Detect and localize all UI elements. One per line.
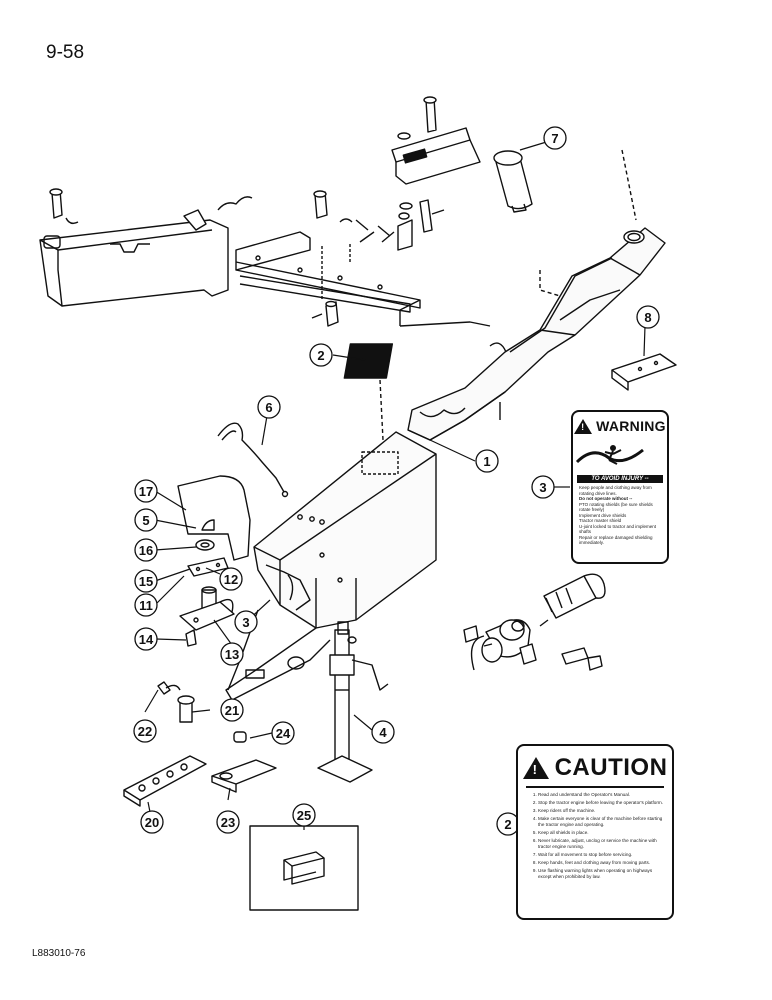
svg-text:2: 2	[317, 348, 324, 363]
caution-decal: ! CAUTION Read and understand the Operat…	[516, 744, 674, 920]
callout-1: 1	[475, 449, 499, 473]
callout-7: 7	[543, 126, 567, 150]
svg-text:24: 24	[276, 726, 291, 741]
callout-5: 5	[134, 508, 158, 532]
callout-20: 20	[140, 810, 164, 834]
svg-text:7: 7	[551, 131, 558, 146]
caution-title: CAUTION	[554, 754, 668, 781]
svg-text:6: 6	[265, 400, 272, 415]
callout-22: 22	[133, 719, 157, 743]
entanglement-hazard-icon	[575, 445, 644, 465]
tongue-tube	[407, 227, 666, 441]
hitch-frame	[225, 431, 437, 701]
warning-line: Keep people and clothing away from rotat…	[579, 485, 652, 496]
warning-title: WARNING	[596, 418, 666, 434]
callout-24: 24	[271, 721, 295, 745]
warning-heading: TO AVOID INJURY --	[577, 475, 663, 483]
page-number: 9-58	[46, 42, 85, 63]
caution-item: Keep hands, feet and clothing away from …	[538, 860, 664, 866]
svg-text:2: 2	[504, 817, 511, 832]
svg-text:12: 12	[224, 572, 238, 587]
callout-17: 17	[134, 479, 158, 503]
jack	[317, 621, 389, 783]
callout-15: 15	[134, 569, 158, 593]
svg-text:4: 4	[379, 725, 387, 740]
warning-body: Keep people and clothing away from rotat…	[573, 483, 667, 548]
caution-item: Make certain everyone is clear of the ma…	[538, 816, 664, 828]
warning-line: Implement drive shields	[579, 512, 627, 518]
callouts: 1 2 3 3 4 5 6 7 8 11 12 13 14 15 16 17 2…	[133, 126, 660, 836]
warning-line: Do not operate without --	[579, 496, 633, 501]
warning-line: Tractor master shield	[579, 518, 622, 523]
callout-16: 16	[134, 538, 158, 562]
shield-plate-and-pivot	[177, 475, 251, 647]
callout-11: 11	[134, 593, 158, 617]
callout-25: 25	[292, 803, 316, 827]
svg-text:13: 13	[225, 647, 239, 662]
caution-item: Wait for all movement to stop before ser…	[538, 852, 664, 858]
caution-item: Never lubricate, adjust, unclog or servi…	[538, 838, 664, 850]
caution-item: Keep all shields in place.	[538, 830, 664, 836]
svg-text:14: 14	[139, 632, 154, 647]
svg-text:3: 3	[539, 480, 546, 495]
pto-parts	[463, 573, 606, 671]
warning-triangle-icon: !	[574, 418, 593, 434]
warning-line: PTO rotating shields (be sure shields ro…	[579, 501, 653, 513]
decal-2-on-tube	[343, 343, 394, 441]
svg-text:8: 8	[644, 310, 651, 325]
svg-text:5: 5	[142, 513, 149, 528]
svg-text:22: 22	[138, 724, 152, 739]
figure-code: L883010-76	[32, 948, 86, 959]
caution-triangle-icon: !	[522, 757, 549, 779]
warning-decal: ! WARNING TO AVOID INJURY -- Keep people…	[571, 410, 669, 564]
callout-6: 6	[257, 395, 281, 419]
caution-item: Keep riders off the machine.	[538, 808, 664, 814]
manual-canister	[493, 150, 533, 213]
svg-text:25: 25	[297, 808, 311, 823]
callout-12: 12	[219, 567, 243, 591]
callout-21: 21	[220, 698, 244, 722]
callout-3-decal: 3	[531, 475, 555, 499]
callout-4: 4	[371, 720, 395, 744]
svg-text:11: 11	[139, 598, 153, 613]
warning-line: U-joint locked to tractor and implement …	[579, 523, 657, 535]
caution-list: Read and understand the Operator's Manua…	[518, 792, 672, 880]
svg-text:16: 16	[139, 543, 153, 558]
top-assembly	[39, 96, 637, 327]
svg-text:23: 23	[221, 815, 235, 830]
callout-23: 23	[216, 810, 240, 834]
svg-text:17: 17	[139, 484, 153, 499]
callout-2-tube: 2	[309, 343, 333, 367]
callout-14: 14	[134, 627, 158, 651]
caution-item: Stop the tractor engine before leaving t…	[538, 800, 664, 806]
svg-text:21: 21	[225, 703, 239, 718]
bracket-8	[611, 353, 677, 391]
svg-text:1: 1	[483, 454, 490, 469]
svg-text:20: 20	[145, 815, 159, 830]
caution-divider	[526, 786, 664, 788]
svg-text:15: 15	[139, 574, 153, 589]
callout-8: 8	[636, 305, 660, 329]
svg-text:3: 3	[242, 615, 249, 630]
callout-13: 13	[220, 642, 244, 666]
warning-line: Repair or replace damaged shielding imme…	[579, 534, 653, 546]
caution-item: Read and understand the Operator's Manua…	[538, 792, 664, 798]
safety-wire	[217, 422, 289, 498]
caution-item: Use flashing warning lights when operati…	[538, 868, 664, 880]
lower-hitch-parts	[123, 681, 359, 911]
callout-3-hitch: 3	[234, 610, 258, 634]
